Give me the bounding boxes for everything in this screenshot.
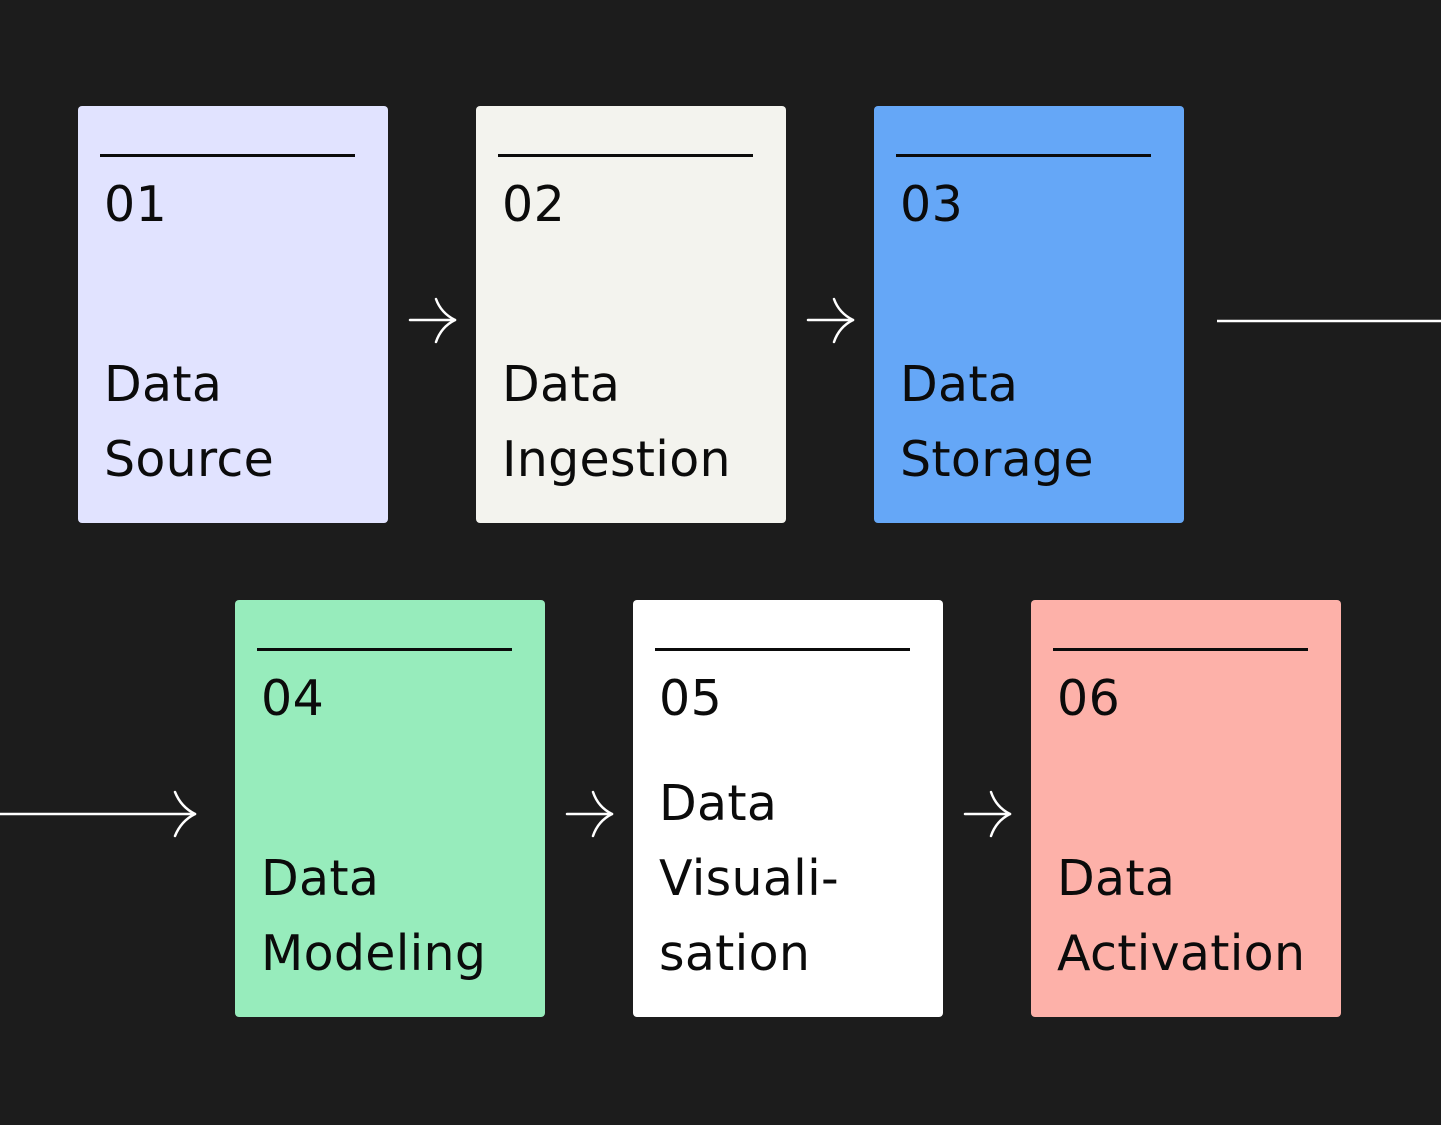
step-card-data-source: 01 Data Source (78, 106, 388, 523)
arrow-right-icon (0, 790, 197, 838)
step-card-data-ingestion: 02 Data Ingestion (476, 106, 786, 523)
step-title: Data Ingestion (502, 347, 731, 497)
card-divider (257, 648, 512, 651)
step-title: Data Source (104, 347, 274, 497)
step-card-data-visualisation: 05 Data Visuali- sation (633, 600, 943, 1017)
card-divider (896, 154, 1151, 157)
step-title-line: sation (659, 925, 811, 982)
step-title-line: Source (104, 431, 275, 488)
arrow-right-icon (806, 297, 855, 344)
step-title-line: Storage (900, 431, 1094, 488)
step-title-line: Data (659, 775, 778, 832)
step-title-line: Visuali- (659, 850, 839, 907)
step-number: 01 (104, 176, 168, 233)
step-number: 06 (1057, 670, 1121, 727)
step-title-line: Data (104, 356, 223, 413)
step-card-data-activation: 06 Data Activation (1031, 600, 1341, 1017)
step-number: 05 (659, 670, 723, 727)
step-title-line: Ingestion (502, 431, 731, 488)
card-divider (1053, 648, 1308, 651)
step-title-line: Data (502, 356, 621, 413)
card-divider (498, 154, 753, 157)
step-title-line: Data (900, 356, 1019, 413)
step-title: Data Storage (900, 347, 1094, 497)
arrow-right-icon (565, 790, 614, 838)
step-number: 03 (900, 176, 964, 233)
step-title: Data Visuali- sation (659, 766, 839, 991)
step-title: Data Activation (1057, 841, 1305, 991)
step-card-data-modeling: 04 Data Modeling (235, 600, 545, 1017)
step-title-line: Data (1057, 850, 1176, 907)
arrow-right-icon (408, 297, 457, 344)
step-number: 02 (502, 176, 566, 233)
card-divider (100, 154, 355, 157)
step-title: Data Modeling (261, 841, 486, 991)
step-title-line: Data (261, 850, 380, 907)
arrow-right-icon (963, 790, 1012, 838)
step-title-line: Modeling (261, 925, 487, 982)
step-number: 04 (261, 670, 325, 727)
step-card-data-storage: 03 Data Storage (874, 106, 1184, 523)
card-divider (655, 648, 910, 651)
step-title-line: Activation (1057, 925, 1306, 982)
